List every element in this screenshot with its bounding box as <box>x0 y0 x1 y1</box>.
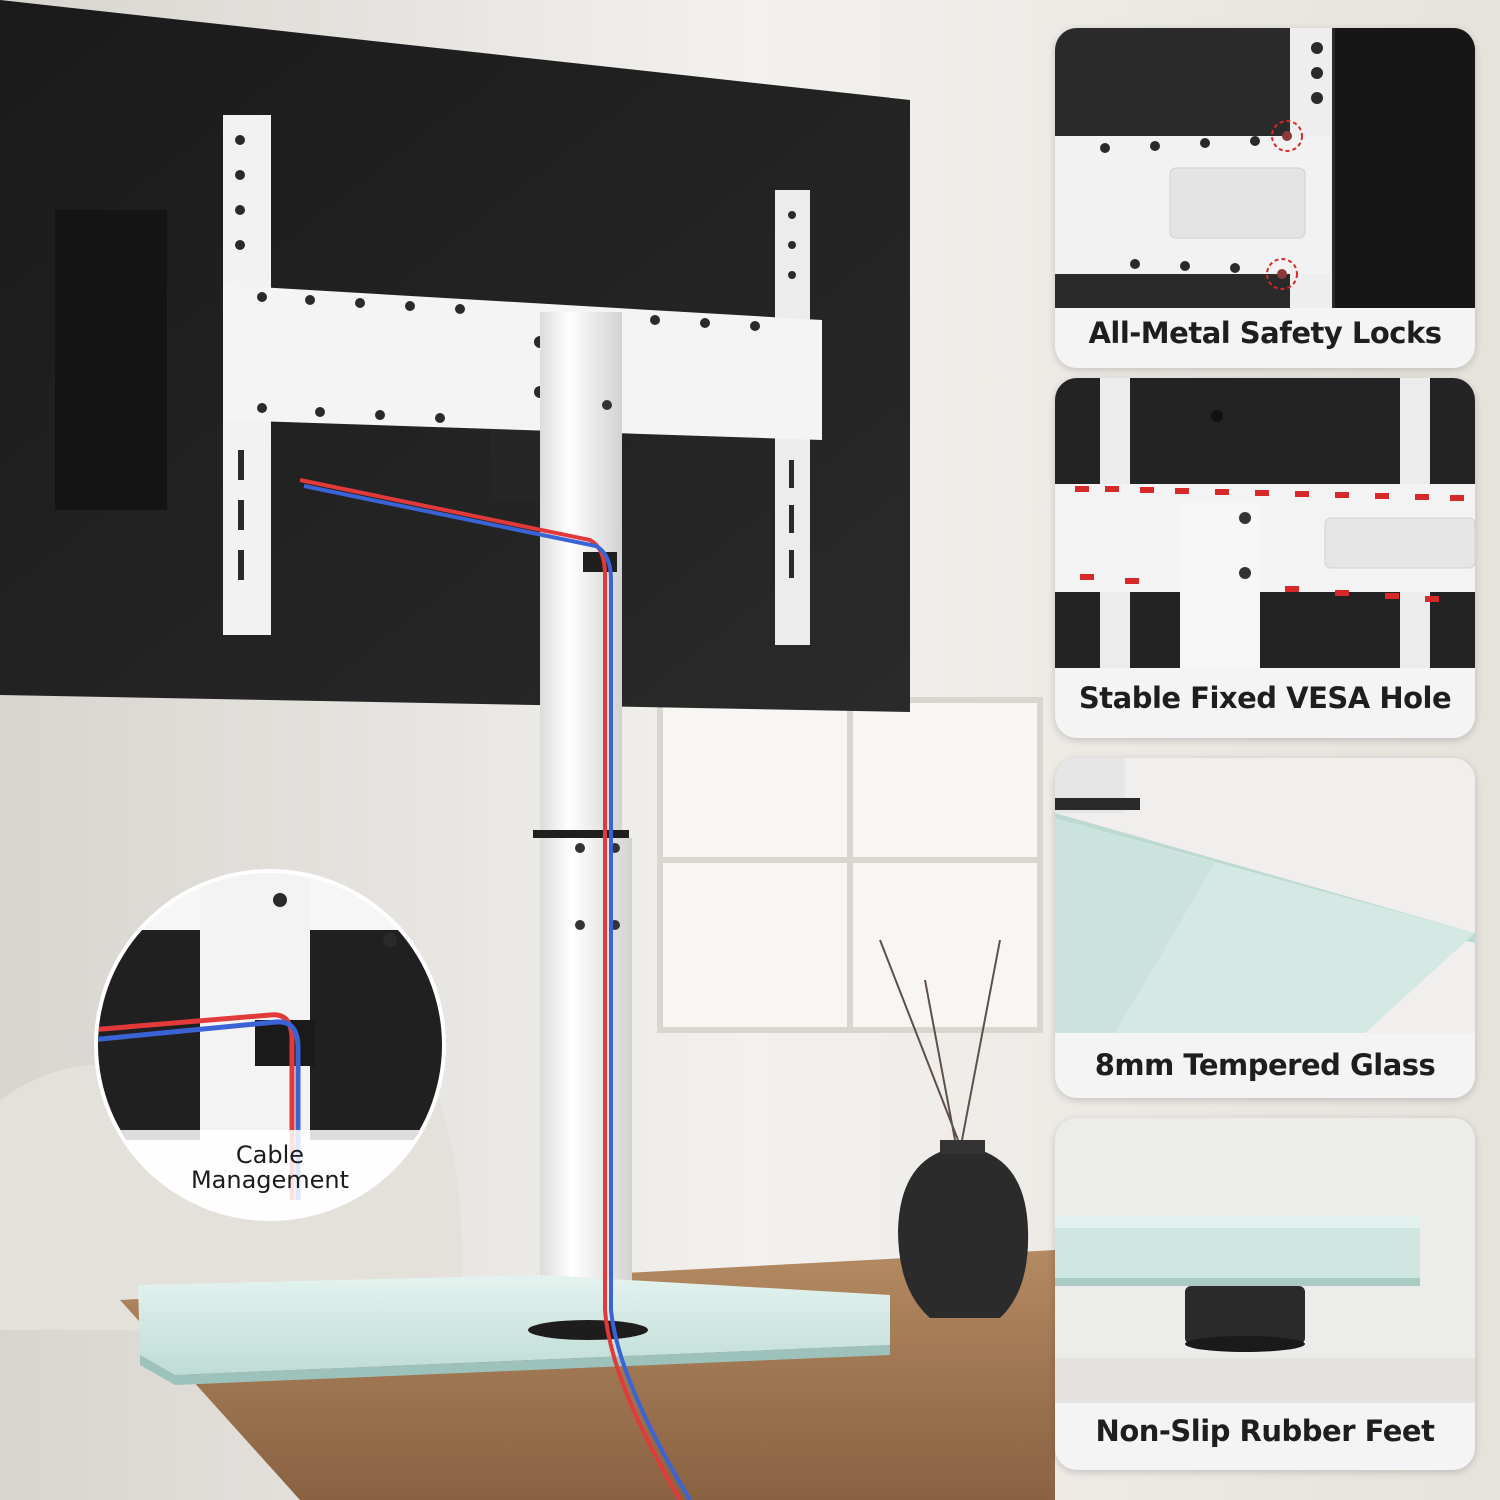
feature-label-vesa-hole: Stable Fixed VESA Hole <box>1078 681 1452 715</box>
glass-base <box>138 1275 890 1385</box>
feature-label-tempered-glass: 8mm Tempered Glass <box>1094 1048 1436 1082</box>
cables <box>299 478 692 1500</box>
cable-management-label-line1: Cable <box>235 1141 305 1169</box>
rubber-feet-photo <box>1055 1118 1475 1403</box>
tempered-glass-photo <box>1055 758 1475 1033</box>
feature-label-safety-locks: All-Metal Safety Locks <box>1088 316 1442 350</box>
tv-port-panel <box>55 210 167 510</box>
window <box>657 697 1043 1033</box>
vase <box>879 939 1029 1318</box>
vesa-hole-photo <box>1055 378 1475 668</box>
feature-label-rubber-feet: Non-Slip Rubber Feet <box>1095 1414 1435 1448</box>
feature-card-tempered-glass: 8mm Tempered Glass <box>1055 758 1475 1098</box>
vesa-bracket <box>223 115 822 645</box>
stand-pole <box>533 312 632 1327</box>
feature-card-safety-locks: All-Metal Safety Locks <box>1055 28 1475 368</box>
feature-card-vesa-hole: Stable Fixed VESA Hole <box>1055 378 1475 738</box>
feature-card-rubber-feet: Non-Slip Rubber Feet <box>1055 1118 1475 1470</box>
safety-locks-photo <box>1055 28 1475 308</box>
cable-management-inset <box>94 869 446 1221</box>
cable-management-label: Cable Management <box>150 1143 390 1193</box>
cable-management-label-line2: Management <box>190 1166 350 1194</box>
